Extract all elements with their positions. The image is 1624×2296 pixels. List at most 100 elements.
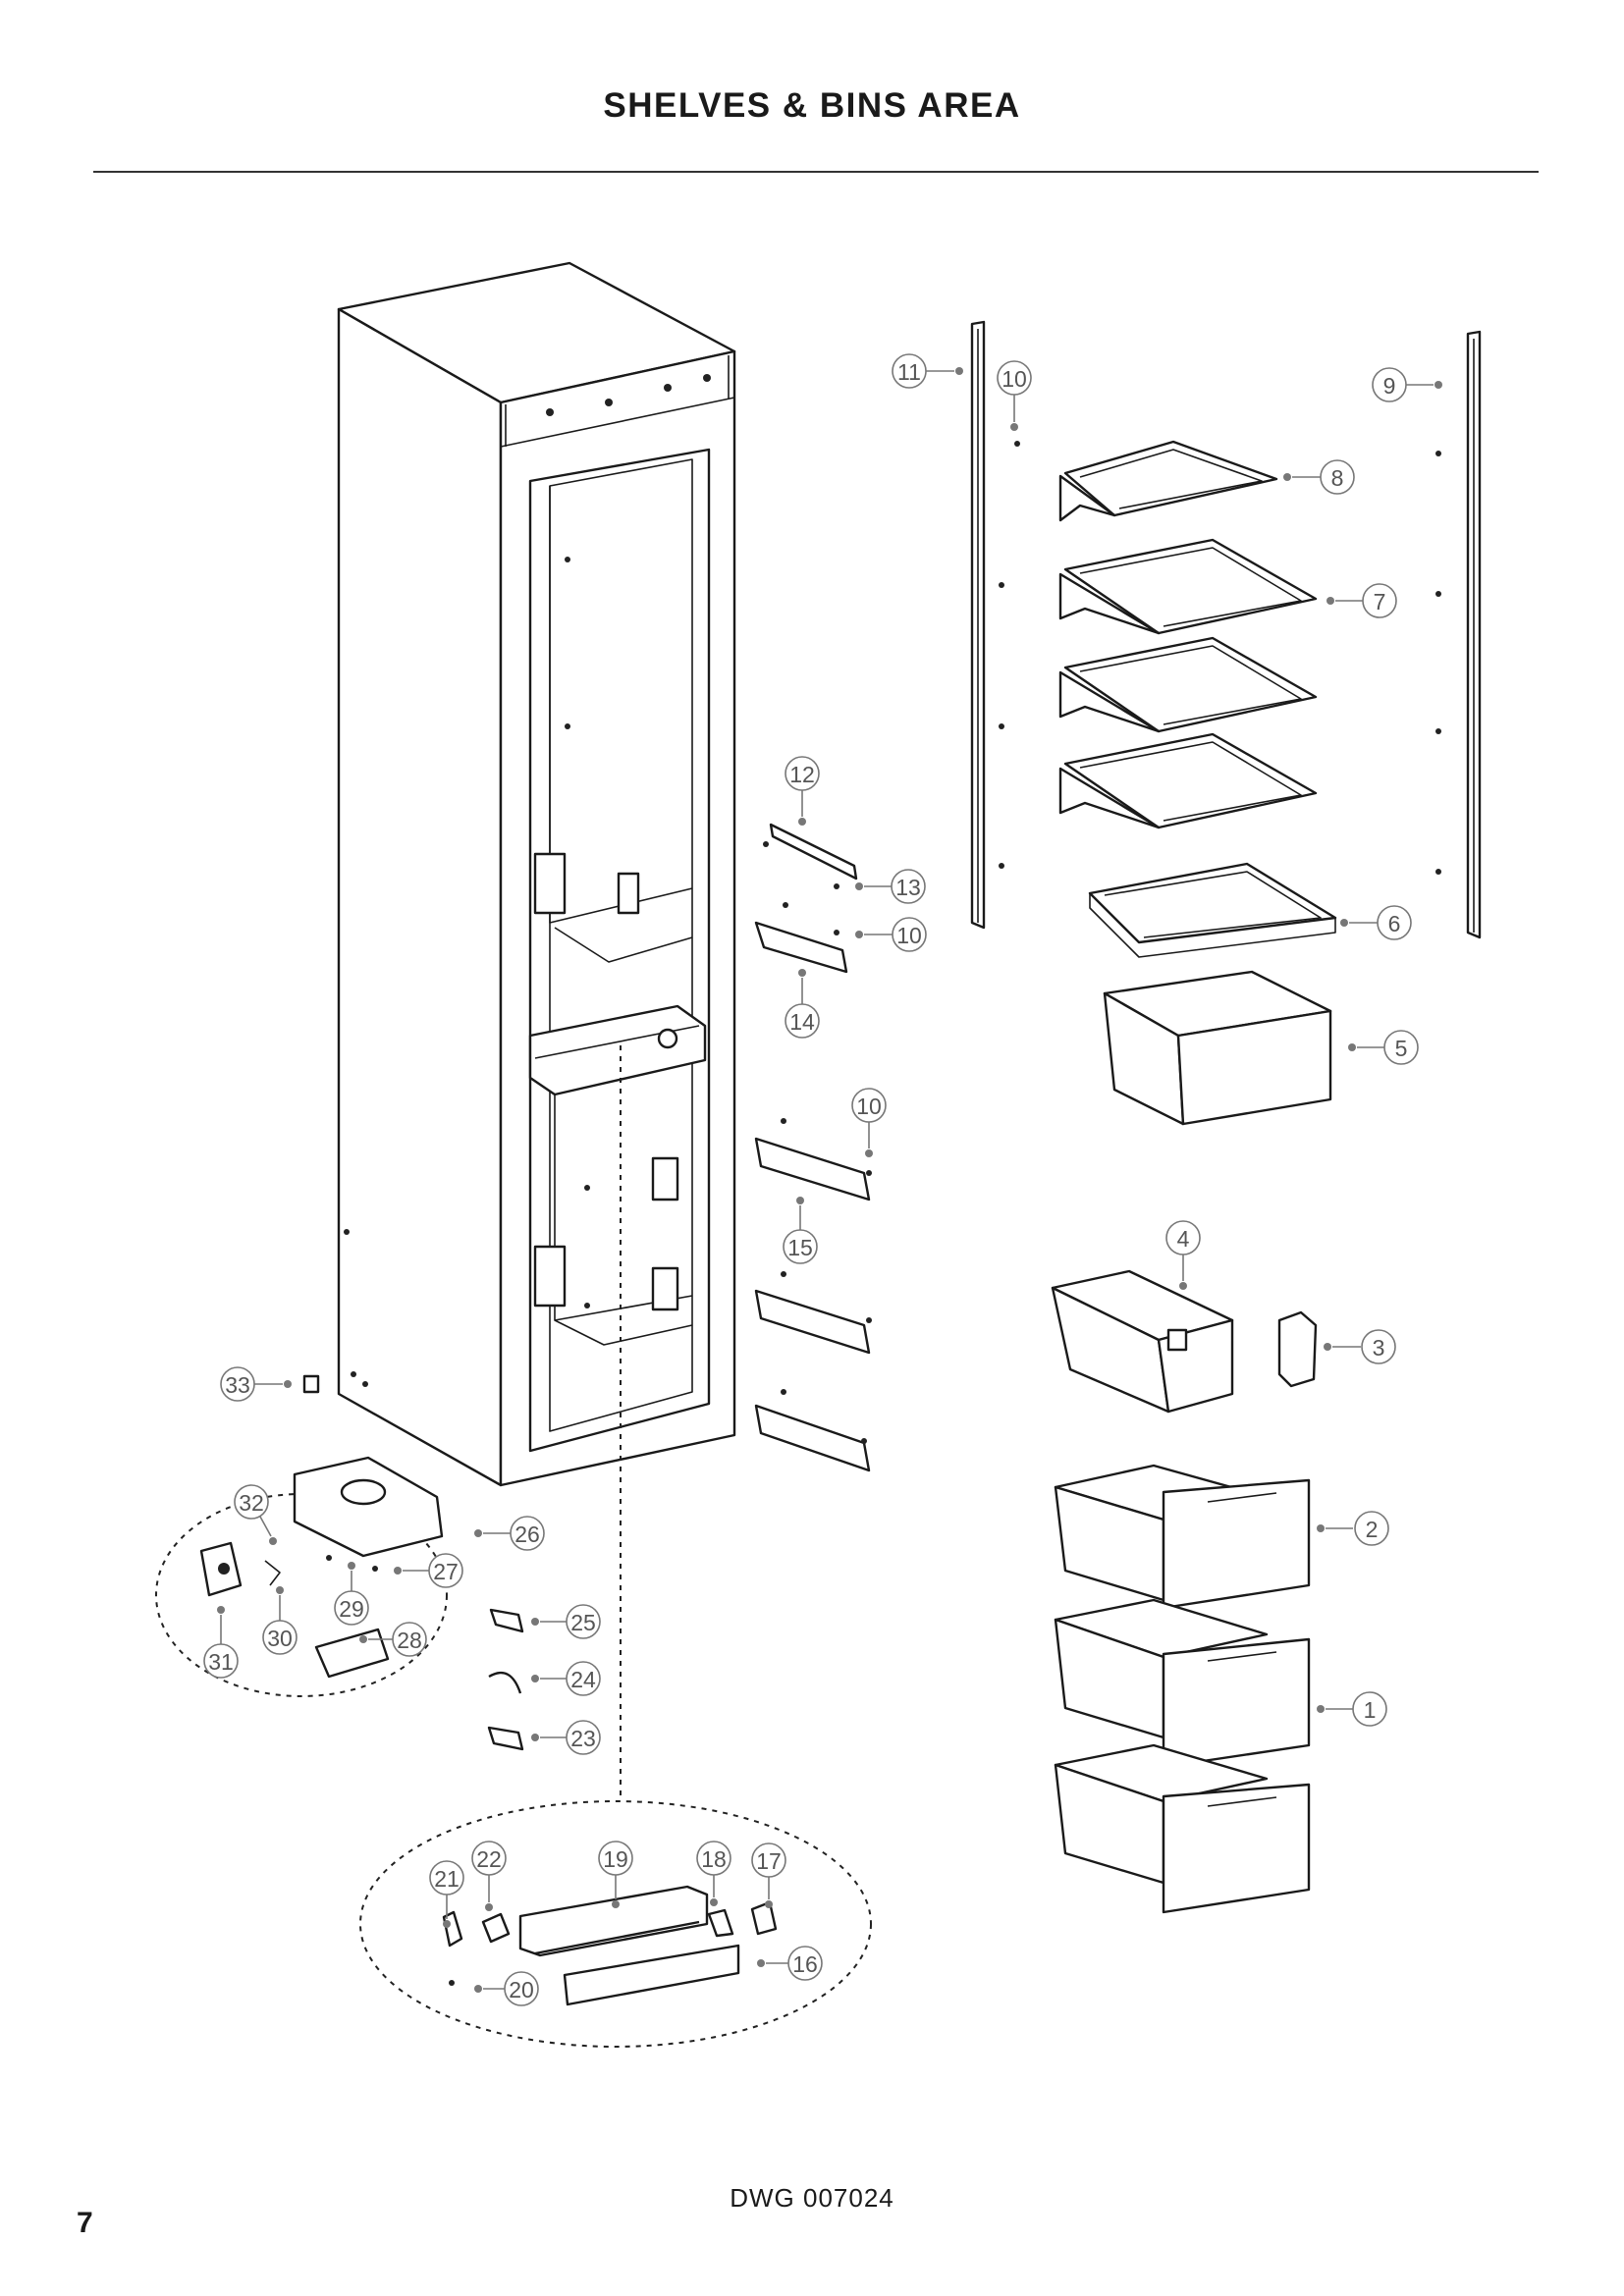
svg-text:14: 14: [789, 1009, 815, 1035]
svg-text:4: 4: [1177, 1226, 1190, 1252]
callout-26: 26: [474, 1516, 545, 1551]
callout-25: 25: [531, 1604, 601, 1639]
svg-text:28: 28: [397, 1628, 422, 1653]
callout-28: 28: [359, 1622, 427, 1657]
right-side-rail: [1466, 330, 1482, 939]
callout-31: 31: [203, 1606, 239, 1679]
callout-18: 18: [696, 1841, 731, 1906]
svg-text:13: 13: [895, 875, 921, 900]
svg-text:10: 10: [856, 1094, 882, 1119]
title-divider: [93, 171, 1539, 173]
bracket-14: [754, 902, 848, 974]
door-bin-4: [1051, 1269, 1234, 1414]
callout-7: 7: [1326, 583, 1397, 618]
svg-text:26: 26: [514, 1522, 540, 1547]
drawer-1a: [1054, 1598, 1311, 1769]
svg-text:20: 20: [509, 1977, 534, 2002]
svg-text:25: 25: [570, 1610, 596, 1635]
callout-10a: 10: [997, 360, 1032, 431]
svg-text:8: 8: [1331, 465, 1344, 491]
callout-15: 15: [783, 1197, 818, 1264]
callout-8: 8: [1283, 459, 1355, 495]
svg-text:32: 32: [239, 1490, 264, 1516]
callout-19: 19: [598, 1841, 633, 1908]
glass-shelf-7c: [1058, 732, 1318, 829]
svg-text:6: 6: [1388, 911, 1401, 936]
bracket-15c: [754, 1389, 871, 1472]
svg-text:10: 10: [896, 923, 922, 948]
callout-27: 27: [394, 1553, 463, 1588]
svg-text:9: 9: [1383, 373, 1396, 399]
callout-6: 6: [1340, 905, 1412, 940]
svg-text:22: 22: [476, 1846, 502, 1872]
callout-22: 22: [471, 1841, 507, 1911]
callout-10b: 10: [855, 917, 927, 952]
glass-shelf-7a: [1058, 538, 1318, 635]
callout-17: 17: [751, 1842, 786, 1908]
callout-9: 9: [1372, 367, 1442, 402]
callout-13: 13: [855, 869, 926, 904]
bin-end-cap-3: [1277, 1310, 1318, 1388]
callout-29: 29: [334, 1562, 369, 1626]
part-24: [488, 1671, 522, 1694]
rail-screws-right: [1435, 451, 1441, 875]
svg-text:21: 21: [434, 1866, 460, 1892]
svg-text:12: 12: [789, 762, 815, 787]
callout-11: 11: [892, 353, 963, 389]
svg-text:23: 23: [570, 1726, 596, 1751]
callout-12: 12: [785, 756, 820, 826]
callout-4: 4: [1165, 1220, 1201, 1290]
callout-14: 14: [785, 969, 820, 1039]
glass-shelf-7b: [1058, 636, 1318, 733]
control-housing-detail: [155, 1456, 448, 1697]
crisper-cover-shelf-6: [1088, 862, 1337, 958]
svg-text:3: 3: [1373, 1335, 1385, 1361]
svg-text:33: 33: [225, 1372, 250, 1398]
callout-3: 3: [1324, 1329, 1396, 1364]
refrigerator-cabinet: [337, 261, 736, 1801]
svg-text:29: 29: [339, 1596, 364, 1622]
bracket-12: [763, 823, 858, 889]
svg-text:10: 10: [1001, 366, 1027, 392]
drawer-2: [1054, 1464, 1311, 1610]
callout-2: 2: [1317, 1511, 1389, 1546]
page-title: SHELVES & BINS AREA: [603, 86, 1021, 125]
svg-text:2: 2: [1366, 1517, 1379, 1542]
rail-screws-left: [999, 441, 1020, 869]
glass-shelf-8: [1058, 440, 1278, 522]
svg-text:31: 31: [208, 1649, 234, 1675]
drawer-1b: [1054, 1743, 1311, 1914]
callout-16: 16: [757, 1946, 823, 1981]
svg-text:30: 30: [267, 1626, 293, 1651]
callout-21: 21: [429, 1860, 464, 1928]
left-side-rail: [970, 320, 986, 930]
svg-text:5: 5: [1395, 1036, 1408, 1061]
callout-10c: 10: [851, 1088, 887, 1157]
callout-30: 30: [262, 1586, 298, 1655]
callout-5: 5: [1348, 1030, 1419, 1065]
bracket-15b: [754, 1271, 872, 1355]
bracket-15a: [754, 1118, 872, 1201]
crisper-bin-5: [1103, 970, 1332, 1126]
callout-24: 24: [531, 1661, 601, 1696]
part-25: [489, 1608, 524, 1633]
svg-text:16: 16: [792, 1951, 818, 1977]
svg-text:24: 24: [570, 1667, 596, 1692]
svg-text:18: 18: [701, 1846, 727, 1872]
svg-text:17: 17: [756, 1848, 782, 1874]
callout-20: 20: [474, 1971, 539, 2006]
callout-1: 1: [1317, 1691, 1387, 1727]
callout-32: 32: [234, 1484, 277, 1545]
svg-text:27: 27: [433, 1559, 459, 1584]
part-23: [487, 1726, 524, 1751]
svg-text:19: 19: [603, 1846, 628, 1872]
part-33: [302, 1374, 320, 1394]
callout-33: 33: [220, 1366, 292, 1402]
callout-23: 23: [531, 1720, 601, 1755]
svg-text:15: 15: [787, 1235, 813, 1260]
svg-text:1: 1: [1364, 1697, 1377, 1723]
svg-text:7: 7: [1374, 589, 1386, 614]
page-number: 7: [77, 2207, 93, 2239]
